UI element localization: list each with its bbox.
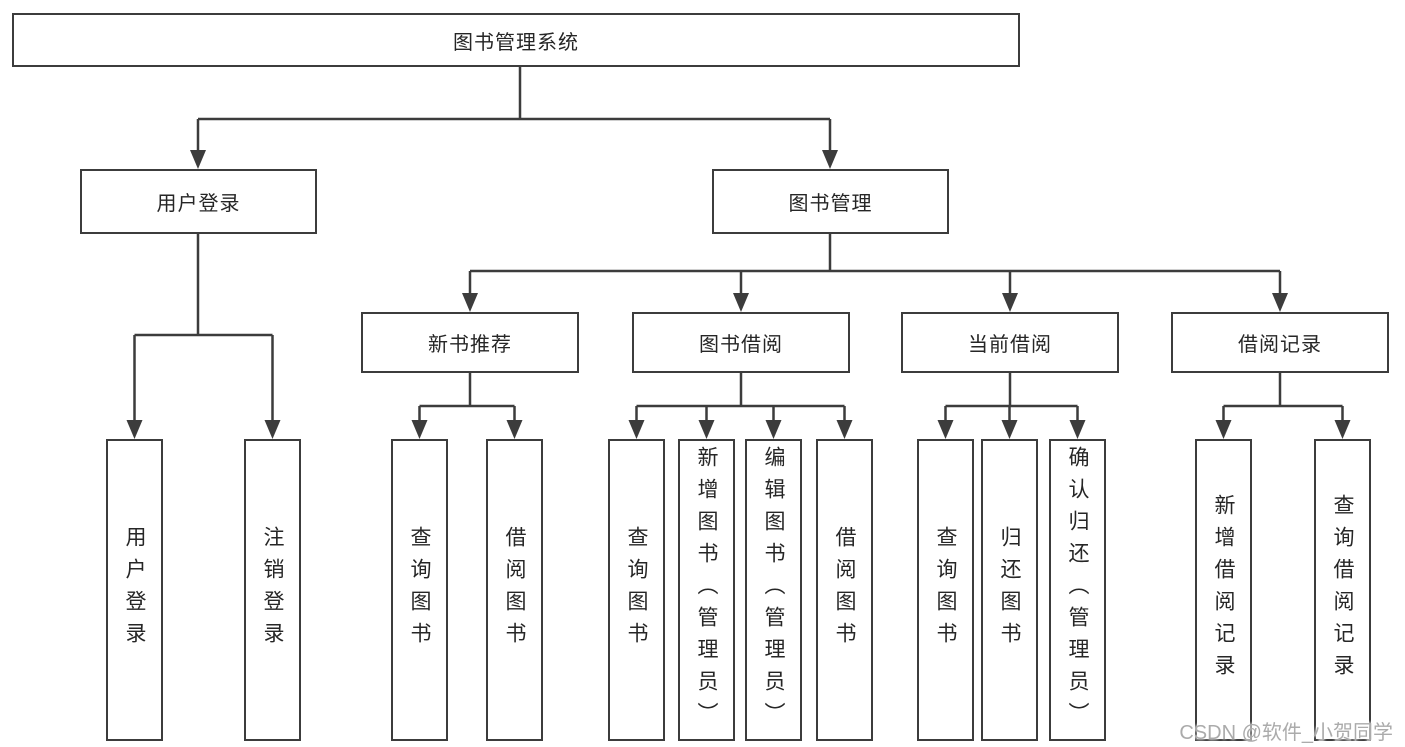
- node-bb-edit-book-admin-label: 编辑图书（管理员）: [762, 446, 785, 734]
- node-bb-add-book-admin: 新增图书（管理员）: [678, 439, 735, 741]
- node-br-add-record: 新增借阅记录: [1195, 439, 1252, 741]
- node-bb-borrow-book: 借阅图书: [816, 439, 873, 741]
- tree-edges: [133, 67, 1344, 422]
- node-cb-confirm-return-admin-label: 确认归还（管理员）: [1066, 446, 1089, 734]
- node-cb-return-book-label: 归还图书: [998, 526, 1021, 654]
- node-user-login-action-label: 用户登录: [123, 526, 146, 654]
- node-br-add-record-label: 新增借阅记录: [1212, 494, 1235, 686]
- watermark: CSDN @软件_小贺同学: [1179, 722, 1393, 744]
- node-root-label: 图书管理系统: [453, 31, 579, 54]
- node-logout-label: 注销登录: [261, 526, 284, 654]
- node-book-borrow: 图书借阅: [632, 312, 850, 373]
- node-user-login: 用户登录: [80, 169, 317, 234]
- node-user-login-label: 用户登录: [156, 193, 241, 215]
- node-borrow-record: 借阅记录: [1171, 312, 1389, 373]
- node-current-borrow: 当前借阅: [901, 312, 1119, 373]
- node-br-query-record-label: 查询借阅记录: [1331, 494, 1354, 686]
- node-bb-borrow-book-label: 借阅图书: [833, 526, 856, 654]
- node-bb-edit-book-admin: 编辑图书（管理员）: [745, 439, 802, 741]
- node-book-borrow-label: 图书借阅: [699, 334, 783, 356]
- node-new-book-recommend: 新书推荐: [361, 312, 579, 373]
- node-borrow-record-label: 借阅记录: [1238, 334, 1322, 356]
- node-current-borrow-label: 当前借阅: [968, 334, 1052, 356]
- node-user-login-action: 用户登录: [106, 439, 163, 741]
- node-book-management-label: 图书管理: [788, 193, 873, 215]
- node-book-management: 图书管理: [712, 169, 949, 234]
- node-bb-query-book: 查询图书: [608, 439, 665, 741]
- node-nb-query-book-label: 查询图书: [408, 526, 431, 654]
- node-new-book-recommend-label: 新书推荐: [428, 334, 512, 356]
- node-cb-confirm-return-admin: 确认归还（管理员）: [1049, 439, 1106, 741]
- node-bb-query-book-label: 查询图书: [625, 526, 648, 654]
- node-nb-query-book: 查询图书: [391, 439, 448, 741]
- node-nb-borrow-book-label: 借阅图书: [503, 526, 526, 654]
- node-cb-query-book: 查询图书: [917, 439, 974, 741]
- node-bb-add-book-admin-label: 新增图书（管理员）: [695, 446, 718, 734]
- node-nb-borrow-book: 借阅图书: [486, 439, 543, 741]
- arrow-down-icons: [126, 150, 1351, 439]
- node-logout: 注销登录: [244, 439, 301, 741]
- node-br-query-record: 查询借阅记录: [1314, 439, 1371, 741]
- node-cb-return-book: 归还图书: [981, 439, 1038, 741]
- node-cb-query-book-label: 查询图书: [934, 526, 957, 654]
- node-root: 图书管理系统: [12, 13, 1020, 67]
